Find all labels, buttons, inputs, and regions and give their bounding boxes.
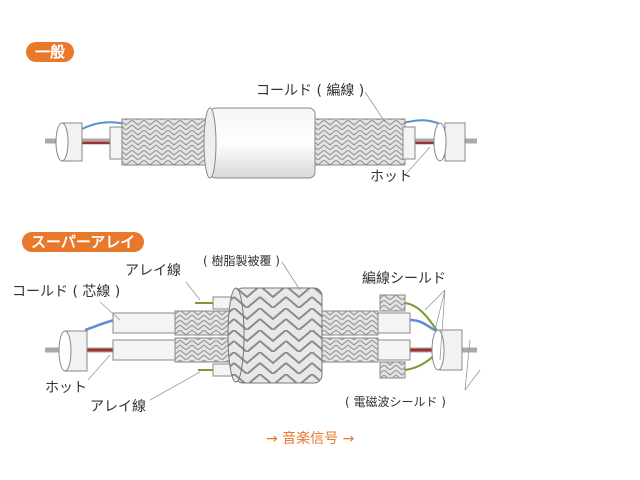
label-braid-shield: 編線シールド bbox=[362, 271, 446, 287]
label-hot-array: ホット bbox=[45, 380, 87, 396]
label-array-wire-top: アレイ線 bbox=[125, 263, 181, 279]
general-badge: 一般 bbox=[26, 42, 75, 62]
music-signal-direction: → 音楽信号 → bbox=[266, 431, 355, 447]
super-array-cable bbox=[45, 261, 481, 401]
label-cold-core: コールド ( 芯線 ) bbox=[12, 284, 121, 300]
general-cable bbox=[45, 91, 477, 179]
super-array-badge: スーパーアレイ bbox=[22, 232, 145, 252]
label-hot: ホット bbox=[370, 169, 412, 185]
label-resin-coating: ( 樹脂製被覆 ) bbox=[203, 254, 280, 268]
label-cold-braid: コールド ( 編線 ) bbox=[256, 83, 365, 99]
label-em-shield: ( 電磁波シールド ) bbox=[345, 395, 446, 409]
label-array-wire-bottom: アレイ線 bbox=[90, 399, 146, 415]
